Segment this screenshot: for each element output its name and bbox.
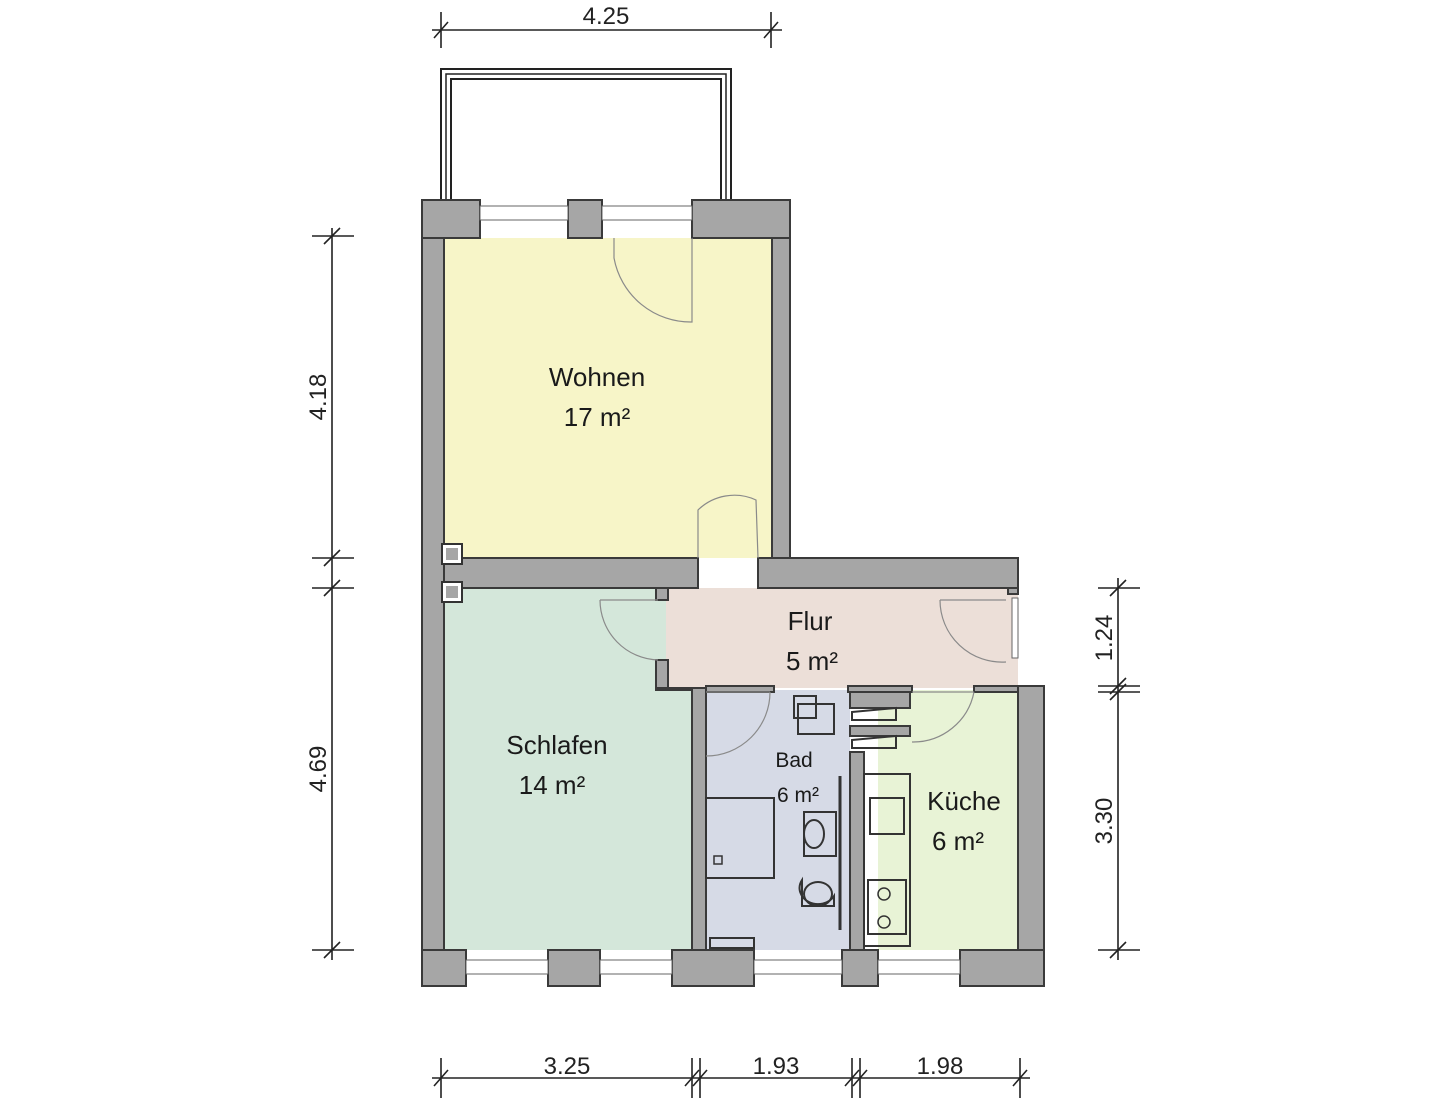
room-name-schlafen: Schlafen: [506, 730, 607, 760]
room-area-bad: 6 m²: [777, 784, 819, 807]
kitchen-fixtures: [863, 773, 911, 947]
windows: [465, 205, 1019, 975]
room-name-wohnen: Wohnen: [549, 362, 645, 392]
room-area-kueche: 6 m²: [932, 826, 984, 856]
room-area-schlafen: 14 m²: [519, 770, 586, 800]
dimension-left-lower-label: 4.69: [305, 746, 332, 793]
dimension-right: 1.24 3.30: [1091, 578, 1140, 960]
room-name-flur: Flur: [788, 606, 833, 636]
room-area-flur: 5 m²: [786, 646, 838, 676]
room-name-kueche: Küche: [927, 786, 1001, 816]
dimension-bottom-3-label: 1.98: [917, 1053, 964, 1080]
dimension-bottom: 3.25 1.93 1.98: [432, 1053, 1030, 1098]
dimension-right-upper-label: 1.24: [1091, 615, 1118, 662]
room-floor-flur: [666, 588, 1018, 688]
dimension-left-upper-label: 4.18: [305, 374, 332, 421]
room-floor-wohnen: [444, 238, 772, 558]
doors: [599, 238, 1007, 757]
room-floor-bad: [706, 690, 850, 950]
balcony: [440, 68, 732, 201]
dimension-top-label: 4.25: [583, 3, 630, 30]
dimension-left: 4.18 4.69: [305, 227, 354, 960]
dimension-right-lower-label: 3.30: [1091, 798, 1118, 845]
room-floor-schlafen: [444, 588, 692, 950]
room-name-bad: Bad: [775, 749, 812, 772]
dimension-bottom-1-label: 3.25: [544, 1053, 591, 1080]
bathroom-fixtures: [705, 695, 897, 949]
room-area-wohnen: 17 m²: [564, 402, 631, 432]
dimension-bottom-2-label: 1.93: [753, 1053, 800, 1080]
dimension-top: 4.25: [432, 3, 782, 48]
walls: [421, 199, 1045, 987]
